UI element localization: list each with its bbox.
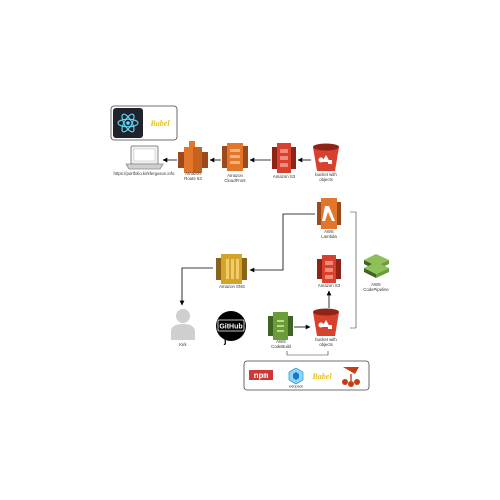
npm-icon: npm [249, 370, 273, 381]
codepipeline-bracket [350, 211, 357, 329]
react-icon [113, 108, 143, 138]
cloudfront-icon-top [222, 143, 248, 171]
svg-text:webpack: webpack [289, 385, 303, 389]
browser-laptop-icon [125, 145, 164, 170]
route53-icon [178, 141, 208, 173]
s3-label-top: Amazon S3 [272, 174, 296, 179]
s3-icon-top [272, 143, 296, 173]
sns-label: Amazon SNS [219, 284, 245, 289]
s3-bucket-icon-bottom [313, 308, 339, 336]
build-tools-bracket [286, 351, 329, 356]
build-tools-box: npm webpack Babel [243, 360, 370, 391]
s3-icon-middle [317, 255, 341, 283]
s3-bucket-icon-top [313, 143, 339, 171]
s3-label-middle: Amazon S3 [317, 283, 341, 288]
browser-url-label: https://portfolio.kirkferguson.info [113, 171, 175, 176]
lambda-icon [317, 198, 341, 229]
sns-icon [216, 254, 247, 284]
frontend-frameworks-box: Babel [110, 105, 178, 141]
github-wordmark: GitHub [219, 324, 242, 331]
flow-arrows [162, 157, 332, 330]
arrow-lambda-to-sns [249, 213, 315, 273]
babel-logo-bottom: Babel [311, 372, 332, 381]
codepipeline-icon [364, 254, 389, 278]
jest-icon [342, 367, 360, 387]
babel-logo-top: Babel [149, 119, 170, 128]
svg-text:npm: npm [254, 372, 269, 381]
webpack-icon: webpack [288, 367, 304, 389]
user-icon [171, 309, 195, 340]
github-icon: GitHub [216, 311, 246, 346]
user-label: Kirk [179, 342, 187, 347]
arrow-sns-to-user [179, 267, 213, 306]
codebuild-icon [268, 312, 293, 340]
